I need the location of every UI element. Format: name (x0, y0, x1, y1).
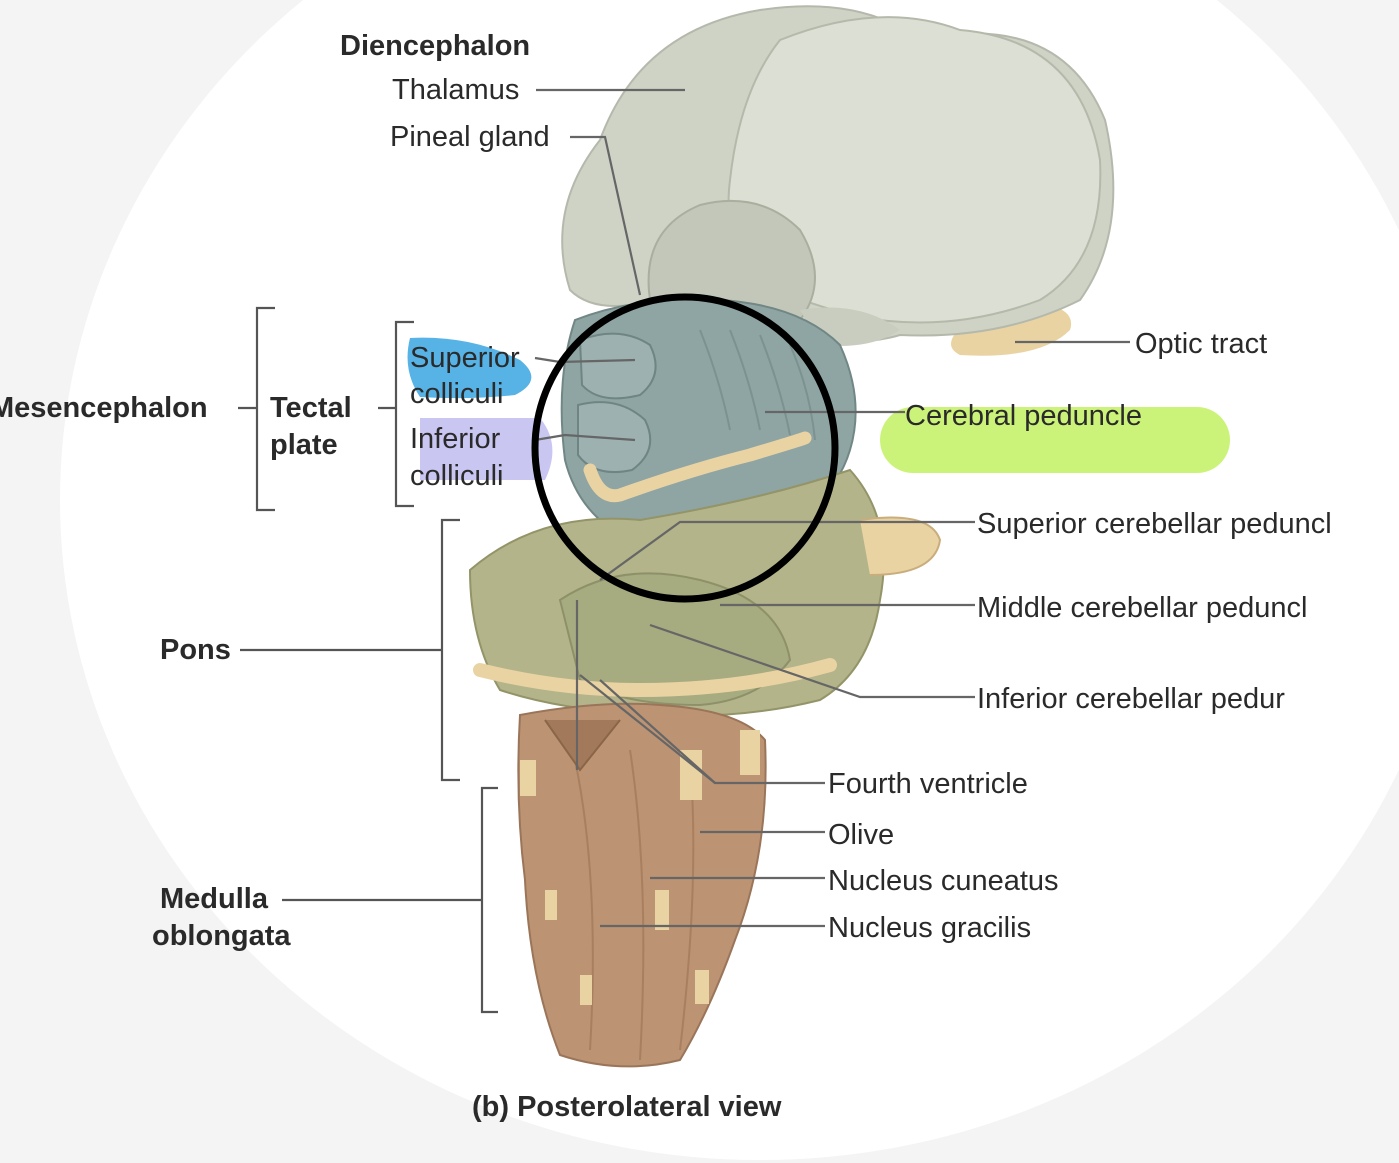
inferior-colliculi-highlight (420, 418, 553, 480)
fourth-ventricle-label: Fourth ventricle (828, 768, 1028, 800)
middle-cerebellar-peduncle-label: Middle cerebellar peduncl (977, 592, 1307, 624)
leader-lines (534, 88, 1130, 928)
diencephalon-label: Diencephalon (340, 30, 530, 62)
superior-cerebellar-peduncle-label: Superior cerebellar peduncl (977, 508, 1332, 540)
circle-annotation (531, 293, 839, 603)
pineal-gland-label: Pineal gland (390, 121, 550, 153)
nucleus-gracilis-label: Nucleus gracilis (828, 912, 1031, 944)
medulla-oblongata-label-line2: oblongata (152, 920, 291, 952)
mesencephalon-label: Mesencephalon (0, 392, 208, 424)
cerebral-peduncle-label: Cerebral peduncle (905, 400, 1142, 432)
tectal-plate-label-line1: Tectal (270, 392, 352, 424)
inferior-colliculi-label-line1: Inferior (410, 423, 501, 455)
inferior-cerebellar-peduncle-label: Inferior cerebellar pedur (977, 683, 1285, 715)
pons-label: Pons (160, 634, 231, 666)
medulla-shape (517, 702, 767, 1068)
nucleus-cuneatus-label: Nucleus cuneatus (828, 865, 1059, 897)
superior-colliculi-highlight (407, 337, 532, 399)
tectal-plate-label-line2: plate (270, 429, 338, 461)
superior-colliculi-label-line2: colliculi (410, 378, 503, 410)
cerebral-peduncle-highlight (880, 407, 1230, 473)
trochlear-band (583, 431, 812, 503)
medulla-oblongata-label-line1: Medulla (160, 883, 269, 915)
superior-colliculi-label-line1: Superior (410, 342, 520, 374)
brackets (238, 306, 498, 1014)
optic-tract-label: Optic tract (1135, 328, 1267, 360)
olive-label: Olive (828, 819, 894, 851)
figure-caption: (b) Posterolateral view (472, 1091, 782, 1123)
inferior-colliculi-label-line2: colliculi (410, 460, 503, 492)
pons-shape (468, 468, 942, 717)
thalamus-label: Thalamus (392, 74, 519, 106)
